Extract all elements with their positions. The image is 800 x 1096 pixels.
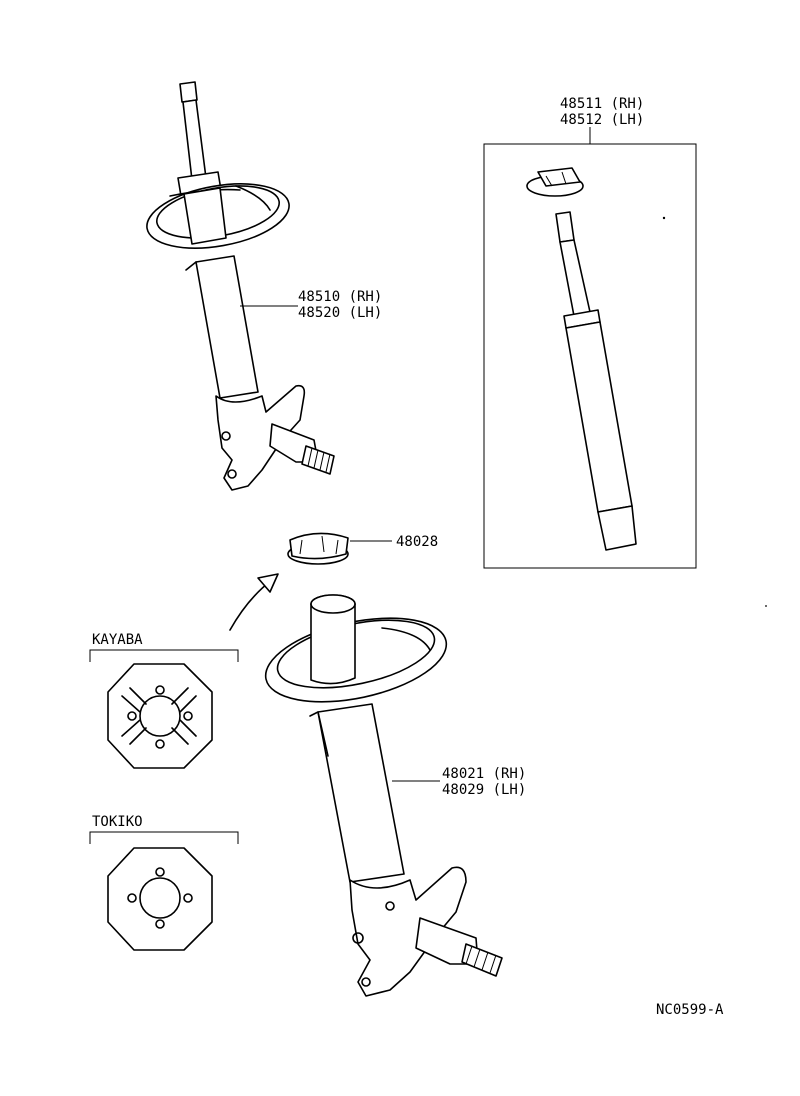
label-bottom-shock-rh: 48021 (RH) [442, 766, 526, 782]
strut-assembly-lower [264, 594, 503, 997]
tokiko-mount-plate [107, 847, 213, 951]
kayaba-bracket [89, 649, 239, 662]
figure-code: NC0599-A [656, 1002, 724, 1018]
strut-assembly-upper [146, 81, 335, 491]
label-top-shock-lh: 48520 (LH) [298, 305, 382, 321]
assembly-arrow [229, 573, 279, 631]
label-kayaba: KAYABA [92, 632, 143, 648]
cartridge-insert [526, 167, 666, 551]
cartridge-box [483, 143, 697, 569]
label-top-shock-rh: 48510 (RH) [298, 289, 382, 305]
mount-part [287, 532, 392, 565]
label-cartridge-lh: 48512 (LH) [560, 112, 644, 128]
label-mount: 48028 [396, 534, 438, 550]
label-cartridge-rh: 48511 (RH) [560, 96, 644, 112]
label-bottom-shock-lh: 48029 (LH) [442, 782, 526, 798]
label-tokiko: TOKIKO [92, 814, 143, 830]
tokiko-bracket [89, 831, 239, 844]
kayaba-mount-plate [107, 663, 213, 769]
